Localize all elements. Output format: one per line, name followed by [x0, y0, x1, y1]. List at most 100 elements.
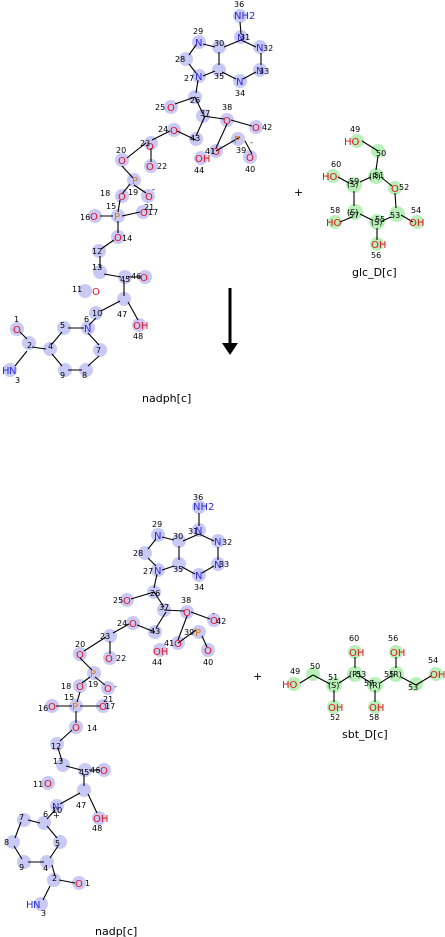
plus-sign-bottom: + — [253, 670, 262, 683]
svg-text:O: O — [170, 126, 178, 137]
svg-text:O: O — [75, 879, 83, 890]
svg-text:P: P — [114, 212, 120, 223]
svg-text:O: O — [212, 147, 220, 158]
svg-text:56: 56 — [388, 634, 398, 643]
svg-text:N: N — [154, 531, 161, 542]
svg-text:N: N — [84, 324, 91, 335]
svg-text:(R): (R) — [390, 670, 402, 679]
nadp-atom-labels: NH2 N N N N N N O O O P O O OH O P O O O… — [26, 502, 221, 911]
svg-text:HO: HO — [326, 218, 342, 229]
svg-text:18: 18 — [100, 189, 110, 198]
svg-text:9: 9 — [19, 863, 24, 872]
svg-text:OH: OH — [328, 703, 343, 714]
svg-text:25: 25 — [155, 103, 165, 112]
svg-text:2: 2 — [52, 874, 57, 883]
glc-d-molecule: HO HO O OH OH HO (S) (R) (S) (S) 49 50 5… — [322, 125, 424, 279]
svg-text:O: O — [210, 616, 218, 627]
svg-text:48: 48 — [92, 824, 102, 833]
svg-text:53: 53 — [408, 683, 418, 692]
svg-text:N: N — [214, 537, 221, 548]
svg-text:7: 7 — [19, 813, 24, 822]
svg-text:22: 22 — [116, 654, 126, 663]
svg-text:H: H — [26, 900, 34, 911]
svg-text:N: N — [256, 43, 263, 54]
svg-text:16: 16 — [38, 704, 48, 713]
nadph-name-label: nadph[c] — [142, 392, 191, 405]
svg-text:41: 41 — [205, 147, 215, 156]
svg-text:29: 29 — [152, 520, 162, 529]
svg-text:60: 60 — [349, 634, 359, 643]
svg-text:O: O — [391, 184, 399, 195]
svg-text:42: 42 — [216, 617, 226, 626]
svg-text:10: 10 — [92, 309, 102, 318]
svg-text:O: O — [114, 233, 122, 244]
svg-text:(S): (S) — [347, 180, 358, 189]
svg-text:26: 26 — [190, 96, 200, 105]
svg-text:40: 40 — [203, 658, 213, 667]
svg-text:27: 27 — [143, 567, 153, 576]
svg-text:11: 11 — [72, 285, 82, 294]
svg-text:O: O — [99, 702, 107, 713]
svg-text:45: 45 — [120, 275, 130, 284]
svg-text:O: O — [140, 273, 148, 284]
svg-text:O: O — [105, 654, 113, 665]
nadp-highlights — [6, 500, 225, 911]
svg-text:37: 37 — [200, 109, 210, 118]
svg-text:O: O — [183, 608, 191, 619]
nadph-highlights — [3, 9, 267, 377]
svg-text:O: O — [76, 650, 84, 661]
svg-text:52: 52 — [399, 183, 409, 192]
svg-text:N: N — [195, 526, 202, 537]
svg-text:20: 20 — [75, 640, 85, 649]
svg-text:N: N — [195, 38, 202, 49]
svg-text:21: 21 — [103, 695, 113, 704]
svg-text:55: 55 — [384, 670, 394, 679]
svg-text:24: 24 — [158, 125, 168, 134]
svg-text:O: O — [223, 116, 231, 127]
svg-text:48: 48 — [133, 332, 143, 341]
svg-text:O: O — [92, 287, 100, 298]
svg-text:N: N — [52, 802, 59, 813]
svg-text:-: - — [250, 138, 253, 147]
amine-label: NH2 — [234, 11, 255, 22]
svg-text:HO: HO — [344, 137, 360, 148]
svg-text:24: 24 — [117, 619, 127, 628]
svg-text:33: 33 — [259, 67, 269, 76]
svg-text:NH2: NH2 — [193, 502, 214, 513]
svg-text:6: 6 — [43, 810, 48, 819]
svg-text:54: 54 — [428, 656, 438, 665]
svg-text:O: O — [44, 779, 52, 790]
svg-text:28: 28 — [175, 55, 185, 64]
svg-text:N: N — [195, 571, 202, 582]
svg-text:42: 42 — [262, 123, 272, 132]
svg-text:2: 2 — [27, 341, 32, 350]
nadp-bonds — [13, 513, 219, 901]
svg-text:H: H — [2, 366, 10, 377]
svg-text:57: 57 — [364, 679, 374, 688]
svg-text:12: 12 — [92, 247, 102, 256]
svg-text:52: 52 — [330, 713, 340, 722]
svg-text:21: 21 — [144, 203, 154, 212]
sbt-d-molecule: HO OH OH OH OH OH (S) (R) (R) (R) 49 50 … — [282, 634, 445, 741]
svg-text:O: O — [100, 766, 108, 777]
svg-text:O: O — [76, 682, 84, 693]
svg-text:(S): (S) — [347, 208, 358, 217]
svg-text:-: - — [114, 682, 117, 691]
svg-text:25: 25 — [113, 596, 123, 605]
svg-text:16: 16 — [80, 213, 90, 222]
svg-text:44: 44 — [152, 658, 162, 667]
svg-text:30: 30 — [214, 39, 224, 48]
svg-text:50: 50 — [376, 149, 386, 158]
svg-text:OH: OH — [153, 647, 168, 658]
svg-text:OH: OH — [390, 648, 405, 659]
svg-text:26: 26 — [150, 589, 160, 598]
glc-d-highlights — [326, 134, 424, 251]
svg-text:O: O — [72, 723, 80, 734]
svg-text:34: 34 — [235, 89, 245, 98]
svg-text:N: N — [33, 900, 40, 911]
svg-text:39: 39 — [236, 146, 246, 155]
svg-text:15: 15 — [106, 202, 116, 211]
svg-text:OH: OH — [195, 154, 210, 165]
svg-text:29: 29 — [193, 27, 203, 36]
